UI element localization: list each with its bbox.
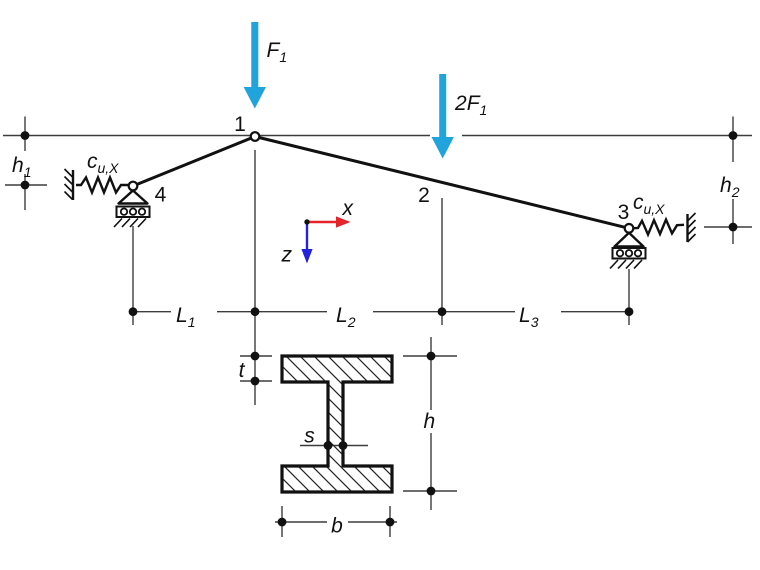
support-node4-assembly <box>63 168 151 228</box>
axis-origin-dot <box>304 219 310 225</box>
force-arrow-f1 <box>243 22 266 109</box>
spring-left <box>76 174 129 196</box>
dim-b-label: b <box>331 515 343 538</box>
dot-L-node1 <box>250 307 260 317</box>
node3-hinge <box>623 222 635 234</box>
member-node4-node1 <box>131 135 257 188</box>
dot-L-node2 <box>437 307 447 317</box>
support-node3-roller <box>624 249 634 258</box>
dot-s-right <box>338 441 348 450</box>
node1-hinge <box>249 131 261 142</box>
dot-t-bottom <box>250 376 260 386</box>
support-node4-ground-hatch <box>113 217 147 228</box>
wall-left-hatch <box>63 168 74 201</box>
dim-s-label: s <box>304 425 315 448</box>
dot-L-node4 <box>128 307 138 317</box>
spring-right <box>633 216 685 238</box>
spring-right-label: cu,X <box>633 191 665 217</box>
dim-h1-label: h1 <box>12 154 31 180</box>
force-f1-label: F1 <box>267 39 288 65</box>
force-2f1-head <box>431 137 454 159</box>
axis-z-label: z <box>281 244 293 267</box>
dot-h2-bottom <box>728 222 738 232</box>
dot-b-right <box>385 517 395 527</box>
coordinate-system <box>301 216 351 264</box>
dim-h2-label: h2 <box>720 174 740 200</box>
axis-x-label: x <box>342 197 355 220</box>
node4-hinge <box>127 180 139 192</box>
force-arrow-2f1 <box>431 74 454 159</box>
node2-label: 2 <box>418 184 430 207</box>
dot-h2-top <box>728 131 738 140</box>
dim-L2-label: L2 <box>336 304 356 330</box>
dot-h1-bottom <box>20 180 30 190</box>
dim-t-label: t <box>239 359 246 382</box>
support-node3-roller <box>615 249 625 258</box>
dot-h1-top <box>20 131 30 140</box>
dim-L3-label: L3 <box>519 304 539 330</box>
force-2f1-label: 2F1 <box>454 92 487 118</box>
support-node3-roller <box>633 249 643 258</box>
dot-hsec-bottom <box>426 486 436 496</box>
labels: 1 2 3 4 F1 2F1 cu,X cu,X h1 h2 L1 L2 L3 … <box>12 39 740 538</box>
wall-right-hatch <box>686 212 697 243</box>
dim-hsec-label: h <box>424 410 436 433</box>
axis-x-head <box>336 216 351 228</box>
support-node3-ground-hatch <box>609 259 643 270</box>
dot-L-node3 <box>624 307 634 317</box>
dim-L1-label: L1 <box>176 304 195 330</box>
support-node4-triangle <box>117 189 149 205</box>
force-f1-head <box>243 87 266 109</box>
dot-t-top <box>250 351 260 361</box>
i-beam-section <box>280 354 394 494</box>
axis-z-head <box>301 249 313 264</box>
support-node4-roller <box>119 207 129 216</box>
support-node4-roller <box>137 207 147 216</box>
support-node4-roller <box>128 207 138 216</box>
support-node3-triangle <box>613 231 645 248</box>
node1-label: 1 <box>234 113 246 136</box>
dimension-dots <box>20 131 738 527</box>
member-node1-node3 <box>253 135 631 230</box>
members <box>131 135 631 230</box>
node4-label: 4 <box>155 184 167 207</box>
dot-s-left <box>323 441 333 450</box>
support-node3-assembly <box>609 212 697 270</box>
spring-left-label: cu,X <box>87 150 119 176</box>
dot-hsec-top <box>426 351 436 361</box>
dot-b-left <box>277 517 287 527</box>
node3-label: 3 <box>618 201 630 224</box>
